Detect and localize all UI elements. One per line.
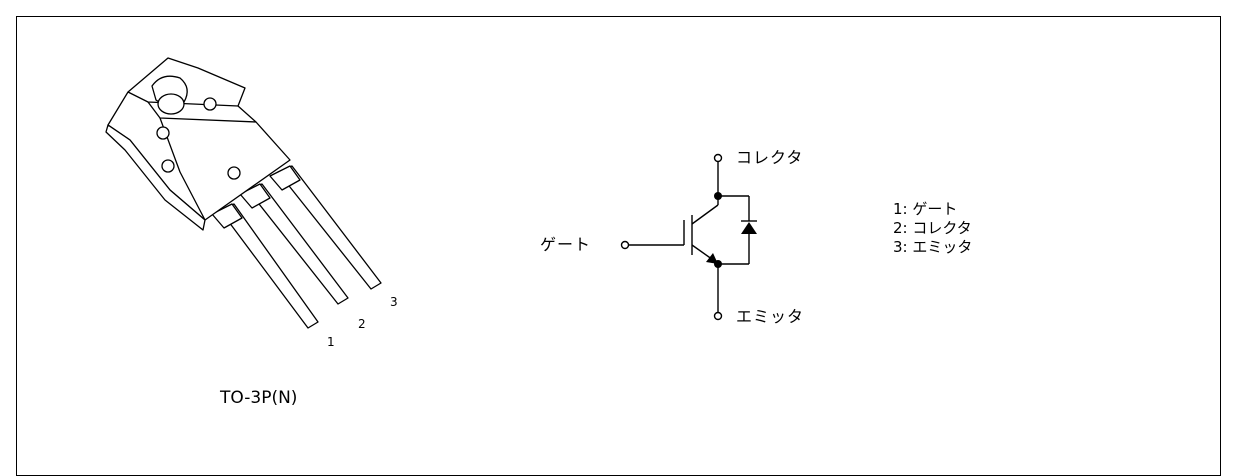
hole-left	[156, 126, 170, 140]
package-side	[105, 124, 206, 231]
legend-item-2: 2: コレクタ	[893, 219, 972, 237]
package-drawing	[105, 57, 382, 329]
pin-legend: 1: ゲート 2: コレクタ 3: エミッタ	[893, 200, 972, 257]
emitter-arrow	[706, 253, 718, 264]
pin-3-shoulder	[269, 165, 301, 191]
gate-terminal	[620, 240, 630, 250]
gate-label: ゲート	[540, 235, 592, 254]
pin-number-3: 3	[390, 295, 398, 309]
hole-bottom-left	[161, 159, 175, 173]
mount-hole	[157, 93, 185, 115]
collector-terminal	[713, 153, 723, 163]
pin-2-shoulder	[239, 183, 271, 209]
pin-number-1: 1	[327, 335, 335, 349]
igbt-symbol	[620, 153, 757, 321]
pin-number-2: 2	[358, 317, 366, 331]
legend-item-1: 1: ゲート	[893, 200, 958, 218]
collector-leg	[691, 204, 719, 225]
collector-label: コレクタ	[736, 148, 804, 167]
emitter-junction	[714, 260, 722, 268]
pin-1-shoulder	[211, 203, 243, 229]
emitter-terminal	[713, 311, 723, 321]
hole-right-top	[203, 97, 217, 111]
collector-junction	[714, 192, 722, 200]
hole-bottom-right	[227, 166, 241, 180]
diode-triangle	[741, 222, 757, 234]
legend-item-3: 3: エミッタ	[893, 238, 973, 256]
package-name: TO-3P(N)	[220, 388, 298, 408]
emitter-label: エミッタ	[736, 307, 805, 326]
